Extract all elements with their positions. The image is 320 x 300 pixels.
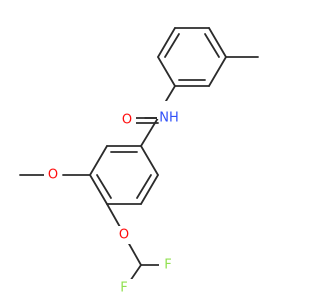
bond [89, 145, 108, 176]
fluorine-bottom-label: F [120, 281, 127, 296]
tolyl-ring [157, 27, 259, 87]
double-bond-inner [136, 174, 152, 199]
molecule-canvas: O NH O O F F [19, 27, 259, 297]
bond [140, 174, 159, 205]
bond [208, 27, 227, 58]
benzamide-ring [89, 145, 159, 205]
double-bond-inner [204, 33, 220, 58]
atom-labels: O NH O O F F [44, 101, 181, 297]
methoxy-oxygen-label: O [48, 168, 58, 183]
double-bond-inner [96, 174, 112, 199]
bond [157, 27, 176, 58]
ether-oxygen-label: O [119, 228, 129, 243]
molecule-structure: O NH O O F F [19, 27, 259, 297]
bond [157, 56, 176, 87]
bond [106, 203, 121, 228]
double-bond-inner [164, 33, 180, 58]
bond [89, 174, 108, 205]
fluorine-right-label: F [164, 258, 171, 273]
bond [140, 145, 159, 176]
amide-nitrogen-label: NH [159, 111, 179, 126]
bond [208, 56, 227, 87]
carbonyl-oxygen-label: O [122, 113, 132, 128]
bond [127, 241, 142, 266]
amide-linkage [131, 85, 176, 147]
